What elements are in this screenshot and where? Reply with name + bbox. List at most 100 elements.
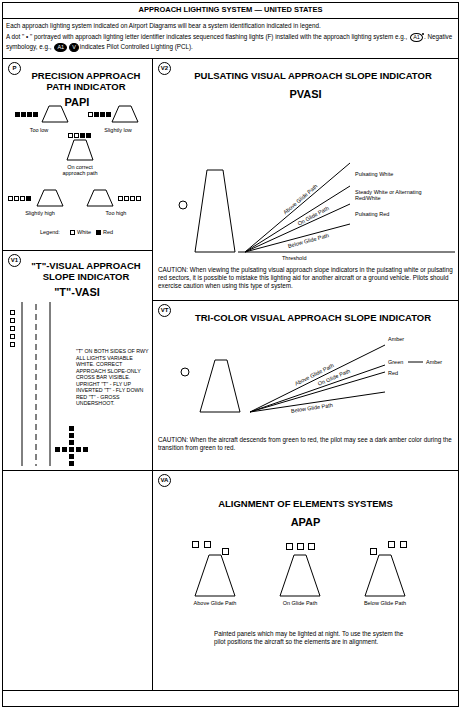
- identifier-circle: VT: [158, 304, 171, 317]
- diagram-label: Red: [388, 370, 408, 376]
- runway: [37, 190, 63, 206]
- light-box: [70, 448, 74, 452]
- runway-edge: [22, 302, 50, 466]
- title: APPROACH LIGHTING SYSTEM — UNITED STATES: [2, 2, 459, 18]
- centerline: [36, 304, 37, 466]
- light-box: [298, 544, 304, 550]
- light-box: [22, 113, 26, 117]
- panel-heading: PRECISION APPROACH PATH INDICATOR: [22, 70, 150, 92]
- identifier-symbol: V: [69, 43, 79, 52]
- light-box: [137, 197, 141, 201]
- light-box: [70, 441, 74, 445]
- caution-note: CAUTION: When the aircraft descends from…: [158, 436, 454, 452]
- diagram-label: Above Glide Path: [294, 362, 335, 386]
- glide-lines: [250, 345, 385, 412]
- frame: [3, 3, 459, 707]
- light-box: [70, 455, 74, 459]
- system-panel: PRECISION APPROACH PATH INDICATORPAPIP: [2, 58, 152, 250]
- system-panel: TRI-COLOR VISUAL APPROACH SLOPE INDICATO…: [152, 300, 459, 470]
- note-text: indicates Pilot Controlled Lighting (PCL…: [80, 43, 193, 50]
- panel-heading: TRI-COLOR VISUAL APPROACH SLOPE INDICATO…: [172, 312, 454, 323]
- panel-heading: ALIGNMENT OF ELEMENTS SYSTEMS: [152, 498, 459, 509]
- light-box: [287, 544, 293, 550]
- identifier-circle: VA: [158, 474, 171, 487]
- acronym: "T"-VASI: [2, 286, 152, 298]
- runway: [195, 555, 235, 596]
- light-box: [70, 427, 74, 431]
- identifier: V1: [11, 257, 18, 264]
- identifier: VA: [161, 477, 169, 484]
- runway: [112, 106, 138, 122]
- grid: [3, 19, 459, 691]
- light-box: [89, 113, 93, 117]
- diagram-label: Threshold: [282, 255, 342, 261]
- system-panel: PULSATING VISUAL APPROACH SLOPE INDICATO…: [152, 58, 459, 300]
- identifier: P: [12, 65, 16, 72]
- light-box: [9, 197, 13, 201]
- light-box: [11, 327, 15, 331]
- light-box: [75, 134, 79, 138]
- diagram-label: On Glide Path: [260, 600, 340, 606]
- light-box: [34, 113, 38, 117]
- light-box: [11, 335, 15, 339]
- light-box: [101, 113, 105, 117]
- acronym: PVASI: [152, 88, 459, 100]
- runway: [87, 190, 113, 206]
- threshold-line: [238, 252, 455, 253]
- runway: [67, 140, 93, 160]
- legend-text: Red: [103, 229, 113, 235]
- caution-note: CAUTION: When viewing the pulsating visu…: [158, 266, 454, 290]
- light-box: [131, 197, 135, 201]
- runway: [365, 555, 405, 596]
- light-box: [87, 134, 91, 138]
- diagram-label: Below Glide Path: [345, 600, 425, 606]
- light-box: [16, 113, 20, 117]
- light-box: [11, 319, 15, 323]
- note-text: A dot " • " portrayed with approach ligh…: [6, 33, 407, 40]
- light-box: [223, 549, 229, 555]
- system-panel: ALIGNMENT OF ELEMENTS SYSTEMS APAP Painted…: [152, 470, 459, 690]
- glide-lines: [245, 163, 350, 252]
- light-box: [70, 462, 74, 466]
- identifier-circle: V1: [8, 254, 21, 267]
- light-box: [21, 197, 25, 201]
- runway: [195, 170, 235, 252]
- light-box: [193, 542, 199, 548]
- light-box: [309, 544, 315, 550]
- light-box: [27, 197, 31, 201]
- intro-note: A dot " • " portrayed with approach ligh…: [6, 32, 456, 52]
- aircraft: [179, 201, 187, 209]
- diagram-label: Slightly high: [10, 210, 70, 216]
- light-box: [11, 311, 15, 315]
- diagram-label: Below Glide Path: [291, 402, 334, 414]
- panel-heading: "T"-VISUAL APPROACH SLOPE INDICATOR: [22, 260, 150, 282]
- intro-note: Each approach lighting system indicated …: [6, 21, 456, 30]
- light-box: [28, 113, 32, 117]
- identifier-symbol: A1: [410, 33, 423, 42]
- system-panel: "T"-VISUAL APPROACH SLOPE INDICATOR "T"-V…: [2, 250, 152, 470]
- diagram-label: Above Glide Path: [282, 183, 319, 215]
- runway: [200, 360, 240, 412]
- legend-swatch: [70, 230, 75, 235]
- diagram-label: Green: [388, 359, 408, 365]
- light-box: [70, 434, 74, 438]
- diagram-label: Pulsating White: [355, 171, 455, 177]
- description: Painted panels which may be lighted at n…: [214, 630, 404, 646]
- diagram-label: Above Glide Path: [175, 600, 255, 606]
- light-box: [15, 197, 19, 201]
- light-box: [125, 197, 129, 201]
- legend: WhiteRed: [70, 229, 118, 235]
- diagram-label: Steady White or Alternating Red/White: [355, 189, 435, 201]
- acronym: APAP: [152, 516, 459, 528]
- light-box: [63, 448, 67, 452]
- identifier: V2: [161, 65, 168, 72]
- runway: [42, 106, 68, 122]
- light-box: [11, 343, 15, 347]
- diagram-label: Slightly low: [93, 127, 143, 133]
- legend-heading: Legend:: [40, 229, 68, 235]
- light-box: [69, 134, 73, 138]
- diagram-label: Below Glide Path: [288, 232, 330, 249]
- light-box: [389, 542, 395, 548]
- light-box: [84, 448, 88, 452]
